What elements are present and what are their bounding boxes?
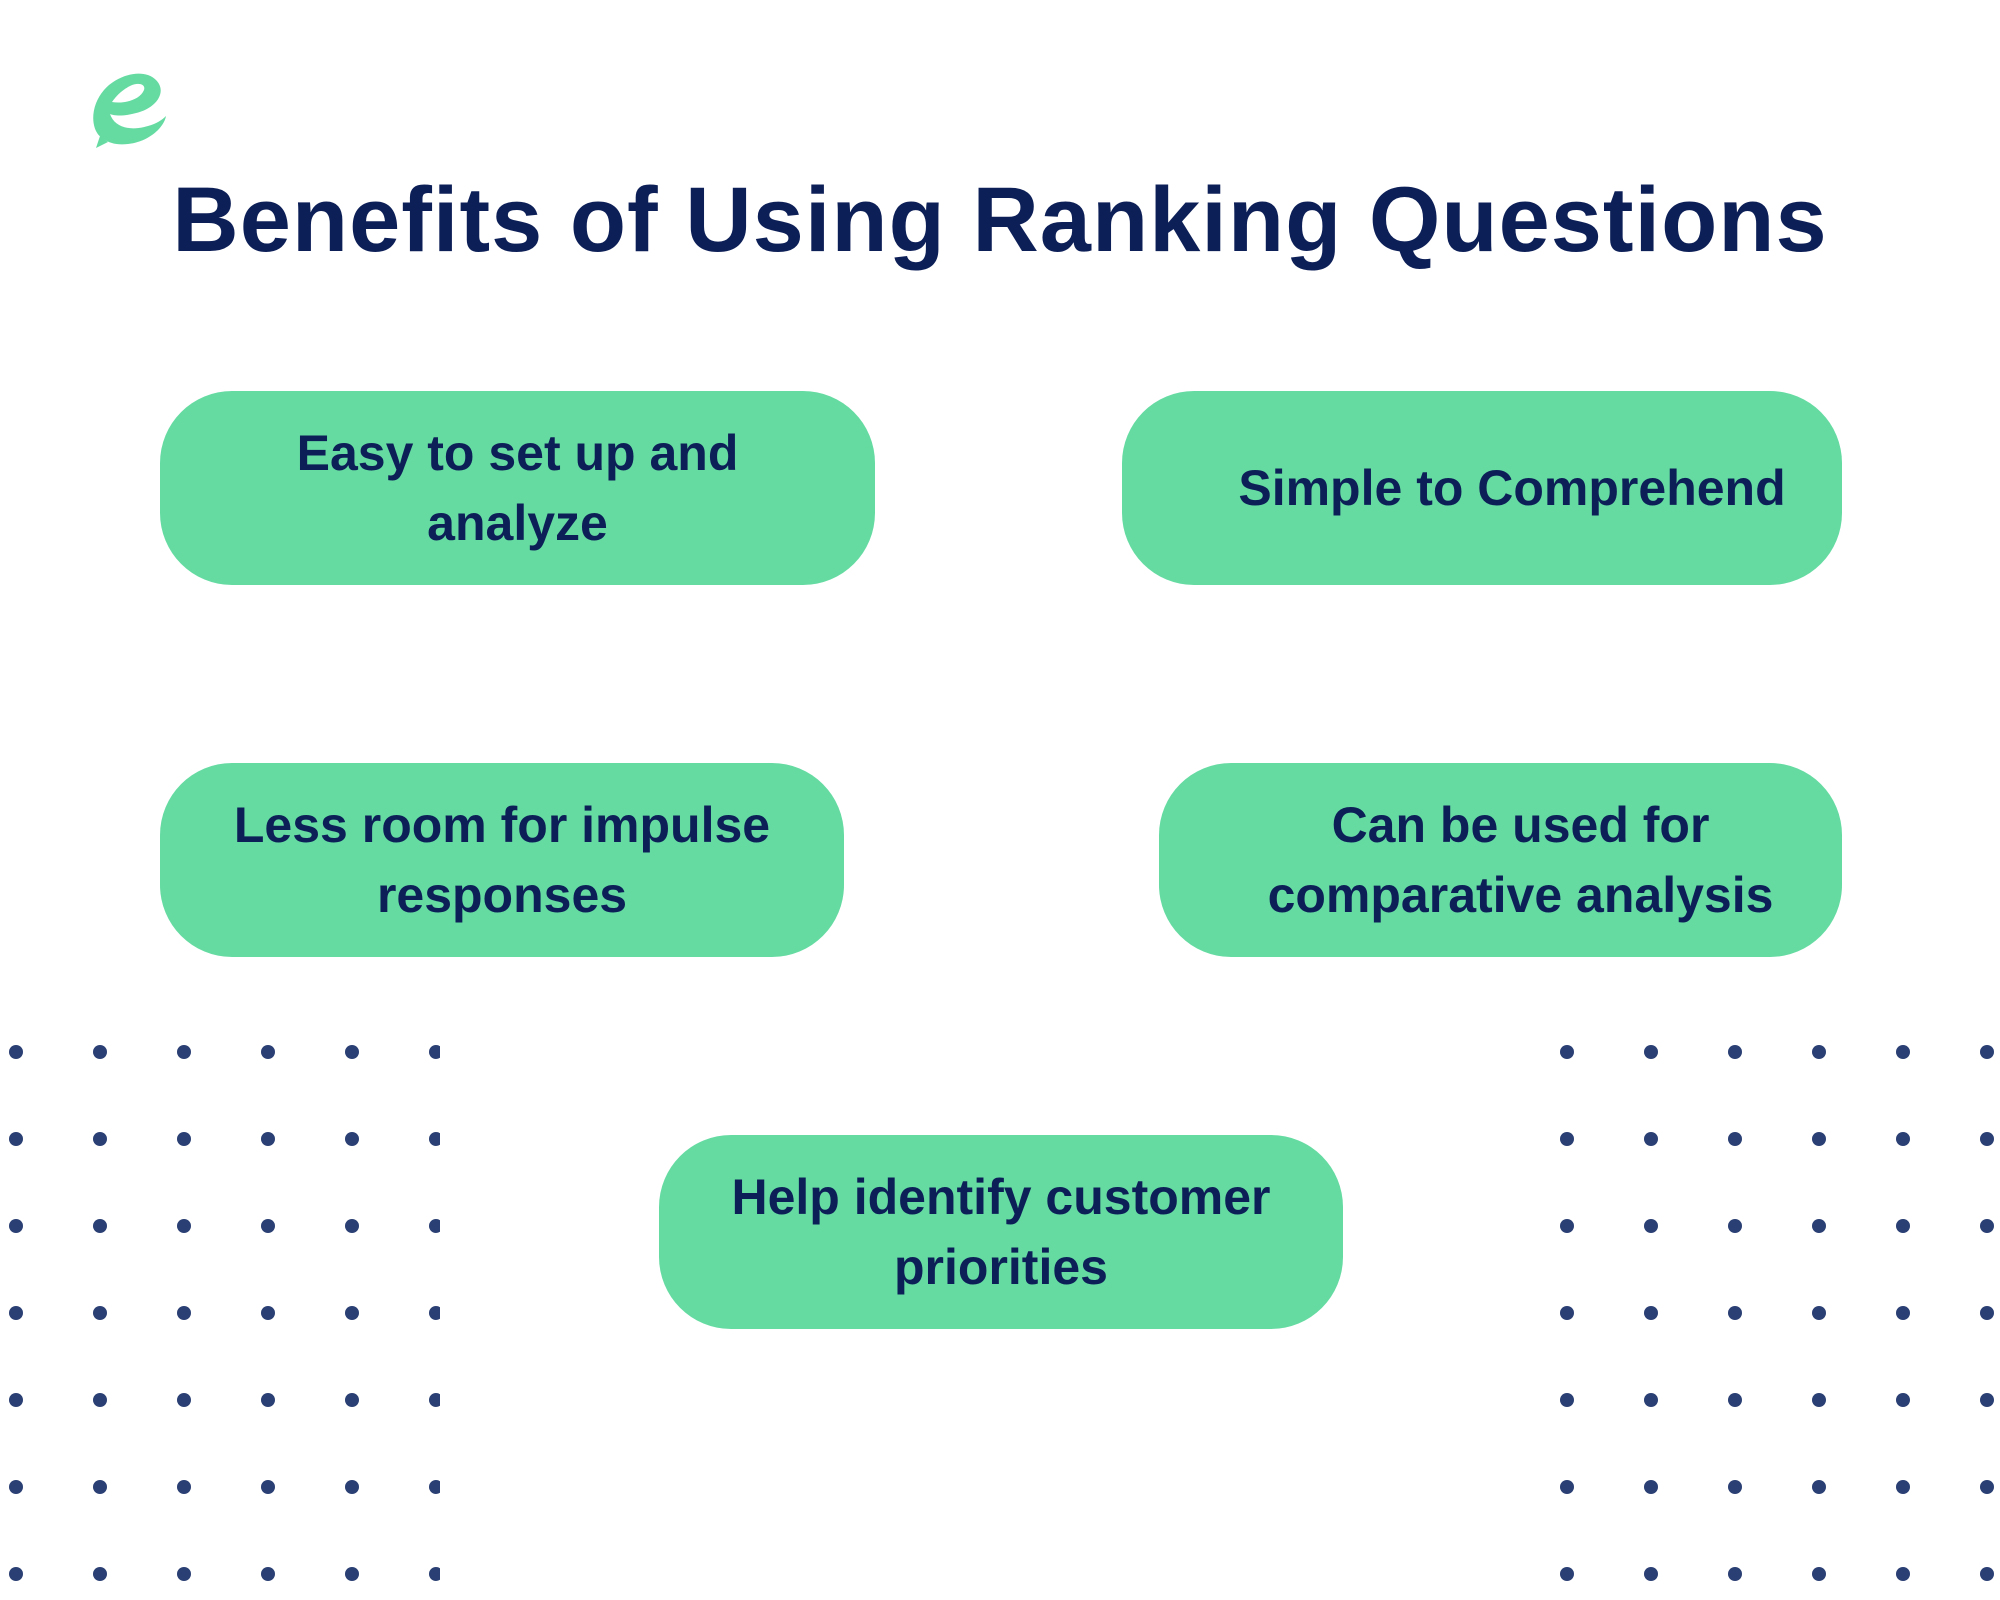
decor-dot	[261, 1306, 275, 1320]
e-logo-icon	[93, 73, 166, 148]
decor-dot	[93, 1567, 107, 1581]
decor-dot	[1812, 1480, 1826, 1494]
decor-dot	[177, 1132, 191, 1146]
decor-dot	[1560, 1219, 1574, 1233]
decor-dot	[1812, 1219, 1826, 1233]
decor-dot	[1560, 1306, 1574, 1320]
benefit-card-easy-setup: Easy to set up and analyze	[160, 391, 875, 585]
decor-dot	[429, 1567, 440, 1581]
decor-dot	[429, 1393, 440, 1407]
decor-dot	[9, 1219, 23, 1233]
decor-dot	[1560, 1567, 1574, 1581]
decor-dot	[261, 1132, 275, 1146]
decor-dot	[1728, 1132, 1742, 1146]
decor-dot	[1644, 1393, 1658, 1407]
decor-dot	[1644, 1567, 1658, 1581]
decor-dot	[1728, 1045, 1742, 1059]
decor-dot	[345, 1480, 359, 1494]
decor-dot	[177, 1393, 191, 1407]
decor-dot	[1896, 1480, 1910, 1494]
decor-dot	[1980, 1480, 1994, 1494]
dot-grid-right	[1560, 1045, 1994, 1581]
decor-dot	[1644, 1219, 1658, 1233]
decor-dot	[261, 1480, 275, 1494]
benefit-label: Can be used for comparative analysis	[1267, 797, 1774, 923]
benefit-card-comparative: Can be used for comparative analysis	[1159, 763, 1842, 957]
decor-dot	[261, 1393, 275, 1407]
decor-dot	[345, 1219, 359, 1233]
decor-dot	[1812, 1567, 1826, 1581]
decor-dot	[1728, 1480, 1742, 1494]
decor-dot	[9, 1132, 23, 1146]
decor-dot	[345, 1393, 359, 1407]
benefit-card-simple: Simple to Comprehend	[1122, 391, 1842, 585]
dot-grid-left	[9, 1045, 440, 1581]
decor-dot	[1812, 1045, 1826, 1059]
decor-dot	[1896, 1567, 1910, 1581]
decor-dot	[93, 1480, 107, 1494]
decor-dot	[177, 1480, 191, 1494]
decor-dot	[261, 1045, 275, 1059]
decor-dot	[429, 1306, 440, 1320]
benefit-card-priorities: Help identify customer priorities	[659, 1135, 1343, 1329]
decor-dot	[1812, 1306, 1826, 1320]
decor-dot	[345, 1045, 359, 1059]
benefit-label: Easy to set up and analyze	[296, 425, 739, 551]
decor-dot	[1980, 1306, 1994, 1320]
decor-dot	[1896, 1219, 1910, 1233]
decor-dot	[1644, 1306, 1658, 1320]
decor-dot	[1728, 1219, 1742, 1233]
decor-dot	[1980, 1219, 1994, 1233]
decor-dot	[345, 1306, 359, 1320]
decor-dot	[1728, 1567, 1742, 1581]
decor-dot	[1980, 1393, 1994, 1407]
decor-dot	[1980, 1045, 1994, 1059]
decor-dot	[93, 1045, 107, 1059]
benefit-label: Help identify customer priorities	[731, 1169, 1271, 1295]
decor-dot	[429, 1132, 440, 1146]
decor-dot	[429, 1219, 440, 1233]
decor-dot	[429, 1045, 440, 1059]
decor-dot	[1560, 1480, 1574, 1494]
decor-dot	[1980, 1567, 1994, 1581]
decor-dot	[1728, 1306, 1742, 1320]
decor-dot	[1812, 1132, 1826, 1146]
decor-dot	[1896, 1132, 1910, 1146]
decor-dot	[1560, 1132, 1574, 1146]
page-title: Benefits of Using Ranking Questions	[172, 169, 1828, 271]
decor-dot	[1560, 1393, 1574, 1407]
benefit-label: Less room for impulse responses	[233, 797, 771, 923]
decor-dot	[1644, 1480, 1658, 1494]
decor-dot	[429, 1480, 440, 1494]
decor-dot	[9, 1480, 23, 1494]
decor-dot	[1644, 1132, 1658, 1146]
decor-dot	[1560, 1045, 1574, 1059]
decor-dot	[1812, 1393, 1826, 1407]
decor-dot	[1896, 1306, 1910, 1320]
decor-dot	[9, 1306, 23, 1320]
benefit-label: Simple to Comprehend	[1238, 460, 1786, 516]
decor-dot	[177, 1567, 191, 1581]
decor-dot	[1896, 1045, 1910, 1059]
decor-dot	[93, 1306, 107, 1320]
decor-dot	[177, 1219, 191, 1233]
decor-dot	[345, 1567, 359, 1581]
decor-dot	[1896, 1393, 1910, 1407]
decor-dot	[1728, 1393, 1742, 1407]
decor-dot	[177, 1045, 191, 1059]
decor-dot	[93, 1132, 107, 1146]
decor-dot	[1644, 1045, 1658, 1059]
decor-dot	[93, 1219, 107, 1233]
decor-dot	[1980, 1132, 1994, 1146]
decor-dot	[345, 1132, 359, 1146]
decor-dot	[177, 1306, 191, 1320]
decor-dot	[9, 1045, 23, 1059]
benefit-card-less-impulse: Less room for impulse responses	[160, 763, 844, 957]
decor-dot	[9, 1567, 23, 1581]
decor-dot	[261, 1567, 275, 1581]
decor-dot	[261, 1219, 275, 1233]
decor-dot	[9, 1393, 23, 1407]
decor-dot	[93, 1393, 107, 1407]
